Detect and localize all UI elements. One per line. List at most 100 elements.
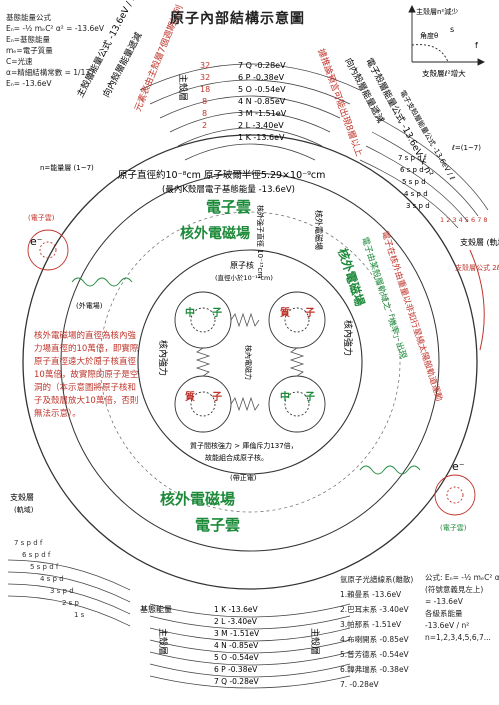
right-subshell-formula: 支殼層公式 2ℓ² (ℓ=1~7) — [455, 263, 499, 272]
right-subshell-row: 4 s p d — [404, 190, 428, 198]
lower-shell-row: 3 M -1.51eV — [214, 629, 260, 638]
magnetic-top: 核外電磁場 — [180, 225, 250, 242]
lower-shell-arcs — [149, 603, 351, 689]
right-electron: e⁻ — [452, 460, 465, 473]
lower-subshell-row: 3 s p d — [50, 587, 74, 595]
nucleus-size: (直徑小於10⁻¹²cm) — [215, 273, 273, 282]
shell-row-num: 8 — [202, 109, 207, 118]
lower-subshell-row: 4 s p d — [40, 575, 64, 583]
formula-line: 公式: Eₙ= -½ mₑC² α² — [425, 573, 499, 582]
inner-dashed-circle — [99, 211, 401, 513]
shell-row-num: 8 — [202, 97, 207, 106]
top-right-f: f — [475, 41, 478, 50]
lower-magnetic: 核外電磁場 — [160, 490, 235, 508]
nucleon-label: 中 — [280, 390, 290, 403]
right-subshell-label: 支殼層 (軌域) — [460, 237, 499, 247]
nucleon-label: 子 — [305, 391, 315, 403]
left-electron-ring — [27, 229, 69, 271]
top-right-s: s — [450, 25, 454, 34]
shell-row-label: 2 L -3.40eV — [238, 121, 284, 130]
center-col-top: 核外強子直徑 10⁻¹³cm — [256, 205, 265, 278]
quantum-n-label: n=能量層 (1~7) — [40, 163, 94, 172]
arc-upper2-text: (最內K殼層電子基態能量 -13.6eV) — [162, 184, 295, 195]
right-subshell-row: 5 s p d — [402, 178, 426, 186]
right-subshell-cols: 1 2 3 4 5 6 7 8 — [440, 216, 488, 224]
lower-subshell-row: 7 s p d f — [14, 539, 43, 547]
lower-shell-main-right: 主殼層 — [309, 628, 321, 655]
lower-left-orbital: (軌域) — [14, 505, 34, 514]
lower-subshell-row: 2 s p — [62, 599, 80, 607]
definition-line: α=精細結構常數 = 1/137 — [6, 68, 95, 77]
upper-shell-labels: 32 7 Q -0.28eV 32 6 P -0.38eV 18 5 O -0.… — [200, 61, 287, 142]
nucleon-label: 質 — [280, 306, 290, 319]
shell-row-label: 5 O -0.54eV — [238, 85, 286, 94]
left-note: 核外電磁場的直徑為核內強力場直徑的10萬倍，即實際原子直徑遠大於原子核直徑10萬… — [34, 331, 139, 419]
page-title: 原子內部結構示意圖 — [170, 11, 305, 27]
right-subshell-range: ℓ=(1~7) — [451, 144, 481, 152]
nucleus-circle — [137, 249, 363, 475]
nucleon-label: 中 — [185, 306, 195, 319]
definition-line: 基態能量公式 — [6, 13, 51, 22]
left-electron: e⁻ — [30, 235, 43, 248]
gluon-lines — [195, 312, 305, 412]
outer-circle — [22, 134, 478, 590]
lower-shell-row: 5 O -0.54eV — [214, 653, 259, 662]
lower-shell-row: 1 K -13.6eV — [214, 605, 258, 614]
lower-shell-row: 4 N -0.85eV — [214, 641, 259, 650]
definition-line: Eₙ= -13.6eV — [6, 79, 52, 88]
electron-cloud-top: 電子雲 — [206, 198, 251, 216]
middle-circle — [60, 172, 440, 552]
spectrum-item: 5.普芳德系 -0.54eV — [340, 650, 409, 659]
formula-line: (符號意義見左上) — [425, 585, 484, 594]
spectrum-item: 2.巴耳末系 -3.40eV — [340, 605, 409, 614]
spectrum-legend: 氫原子光譜線系(離散) 1.賴曼系 -13.6eV 2.巴耳末系 -3.40eV… — [340, 572, 413, 692]
formula-block: 公式: Eₙ= -½ mₑC² α² (符號意義見左上) = -13.6eV 各… — [425, 572, 499, 644]
definitions-block: 基態能量公式 Eₙ= -½ mₑC² α² = -13.6eV Eₙ=基態能量 … — [6, 12, 104, 89]
left-electron-note: (電子雲) — [28, 214, 55, 222]
right-subshell-row: 7 s p d f — [398, 154, 427, 162]
right-subshell-row: 6 s p d — [400, 166, 424, 174]
lower-left-subshell: 支殼層 — [10, 492, 34, 502]
lower-subshell-row: 6 s p d f — [22, 551, 51, 559]
spectrum-item: 6.韓弗瑞系 -0.38eV — [340, 665, 409, 674]
left-magnetic: (外電場) — [76, 301, 103, 310]
nucleus-left-vertical: 核內強力 — [157, 340, 169, 376]
lower-shell-row: 7 Q -0.28eV — [214, 677, 259, 686]
formula-line: -13.6eV / n² — [425, 621, 470, 630]
lower-shell-label: 基態能量 — [140, 604, 172, 614]
main-shell-label: 主殼層 — [177, 74, 189, 101]
spectrum-item: 3.帕那系 -1.51eV — [340, 620, 402, 629]
lower-shell-main-left: 主殼層 — [157, 628, 169, 655]
spectrum-item: 1.賴曼系 -13.6eV — [340, 590, 402, 599]
nucleon-label: 子 — [212, 391, 222, 403]
right-red-arrow — [469, 249, 485, 351]
nucleus-right-vertical: 核內強力 — [342, 320, 354, 356]
center-col-right: 核外電磁場 — [314, 210, 324, 250]
right-arc-black: 核外電磁場 — [335, 246, 368, 308]
right-subshell-row: 3 s p d — [406, 202, 430, 210]
right-wave — [359, 465, 421, 475]
shell-row-label: 1 K -13.6eV — [238, 133, 285, 142]
definition-line: C=光速 — [6, 57, 33, 66]
shell-row-label: 6 P -0.38eV — [238, 73, 285, 82]
nucleon-label: 子 — [305, 307, 315, 319]
right-subshell-arcs — [359, 117, 489, 229]
nucleus-title: 原子核 — [230, 260, 254, 270]
lower-subshell-row: 5 s p d f — [30, 563, 59, 571]
shell-row-label: 7 Q -0.28eV — [238, 61, 286, 70]
formula-line: 各級系能量 — [425, 609, 463, 618]
shell-row-label: 4 N -0.85eV — [238, 97, 286, 106]
definition-line: Eₙ= -½ mₑC² α² = -13.6eV — [6, 24, 104, 33]
left-wave — [71, 277, 133, 287]
definition-line: Eₙ=基態能量 — [6, 35, 51, 44]
right-electron-ring — [434, 474, 476, 516]
nucleus-bottom2: 故能組合成原子核。 — [205, 453, 268, 462]
lower-shell-row: 2 L -3.40eV — [214, 617, 258, 626]
top-right-sublabel: 支殼層ℓ²增大 — [422, 68, 466, 78]
formula-line: n=1,2,3,4,5,6,7... — [425, 633, 491, 642]
nucleon-label: 子 — [212, 307, 222, 319]
right-red-label: 據推論預言可能出現8層以上 — [315, 47, 365, 158]
nucleus-center: 核內電磁力 — [244, 345, 253, 380]
top-right-title: 主殼層n²減少 — [416, 7, 458, 16]
